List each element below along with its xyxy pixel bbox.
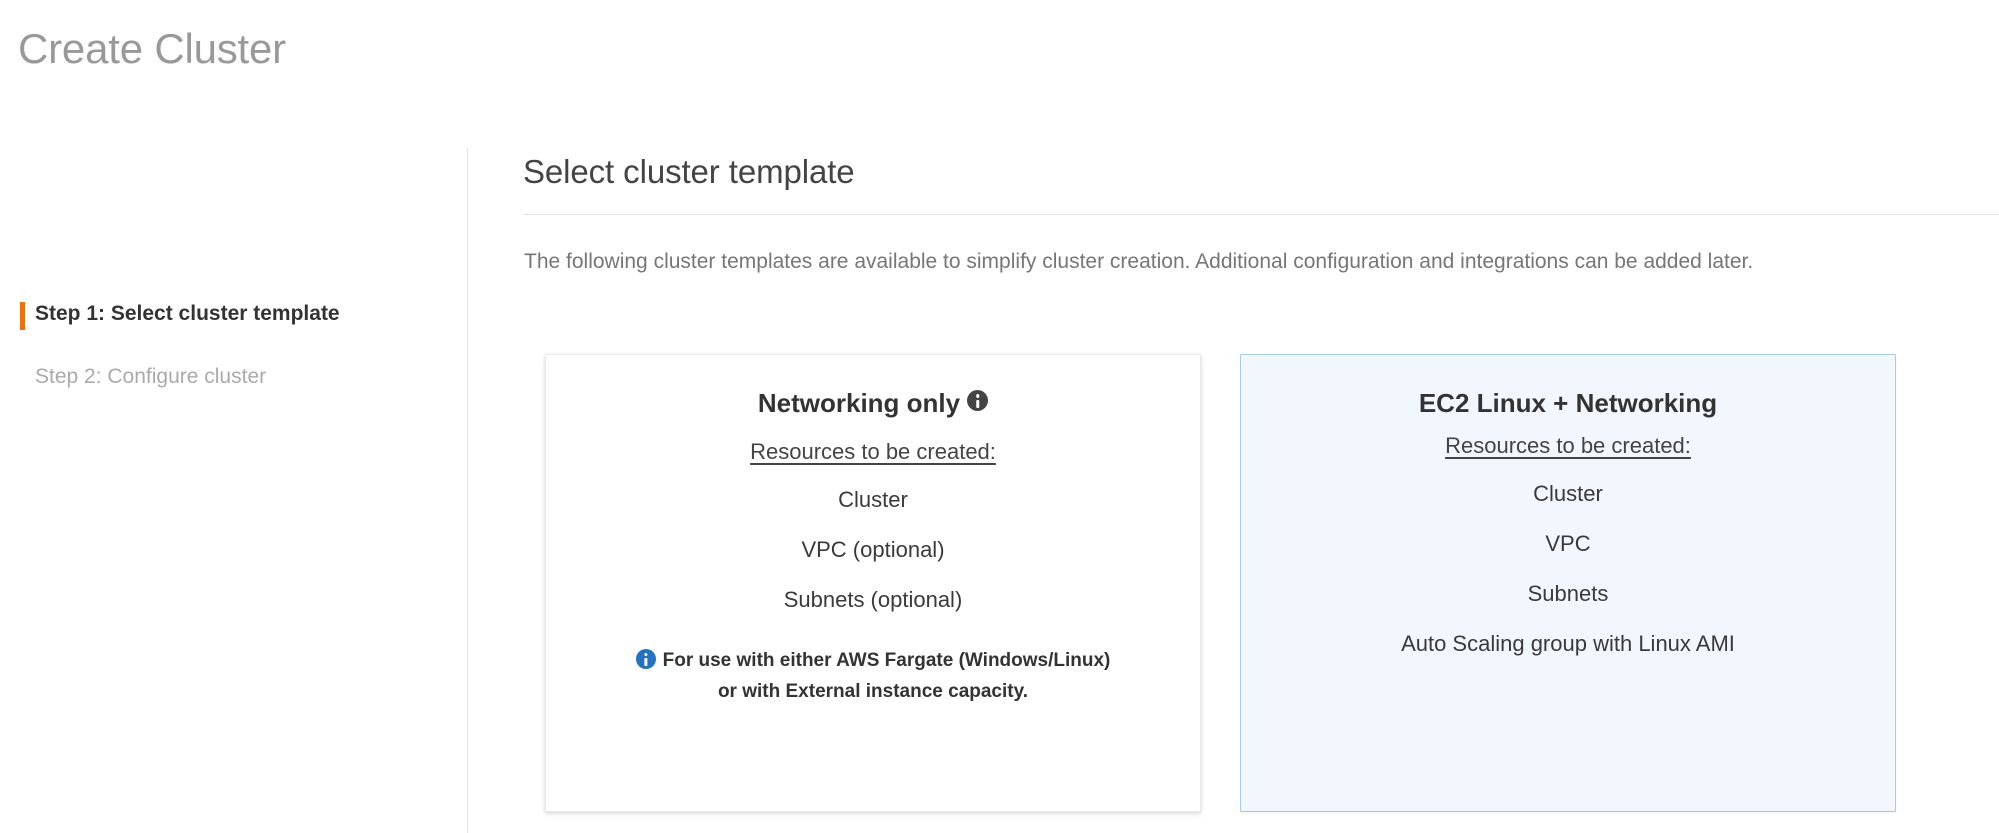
page-title: Create Cluster	[18, 25, 286, 72]
sidebar-step-1[interactable]: Step 1: Select cluster template	[20, 301, 340, 330]
section-description: The following cluster templates are avai…	[524, 250, 1754, 273]
card-title-ec2-linux-networking: EC2 Linux + Networking	[1418, 388, 1718, 418]
list-item: Cluster	[1533, 481, 1603, 507]
section-heading: Select cluster template	[523, 153, 855, 190]
template-card-networking-only[interactable]: Networking only Resources to be created:…	[545, 354, 1201, 812]
card-note-line-1: For use with either AWS Fargate (Windows…	[662, 650, 1111, 671]
card-title-text: Networking only	[757, 388, 961, 418]
card-title-networking-only: Networking only	[546, 355, 1200, 420]
resources-label: Resources to be created:	[1445, 433, 1691, 459]
card-note-networking-only: For use with either AWS Fargate (Windows…	[586, 645, 1160, 707]
list-item: Subnets (optional)	[783, 587, 963, 613]
template-card-ec2-linux-networking[interactable]: EC2 Linux + Networking Resources to be c…	[1240, 354, 1896, 812]
info-icon	[635, 649, 656, 669]
wizard-sidebar: Step 1: Select cluster template Step 2: …	[0, 148, 468, 833]
list-item: Cluster	[838, 487, 908, 513]
active-step-marker	[20, 302, 25, 330]
card-note-line-2: or with External instance capacity.	[717, 681, 1029, 702]
main-content: Select cluster template The following cl…	[523, 0, 1999, 833]
list-item: VPC (optional)	[801, 537, 945, 563]
sidebar-step-2-label: Step 2: Configure cluster	[35, 365, 267, 388]
list-item: Subnets	[1527, 581, 1609, 607]
list-item: VPC	[1545, 531, 1591, 557]
sidebar-step-2[interactable]: Step 2: Configure cluster	[20, 364, 266, 389]
resource-list: Cluster VPC Subnets Auto Scaling group w…	[1241, 459, 1895, 655]
info-icon[interactable]	[967, 390, 989, 411]
sidebar-divider	[467, 148, 468, 833]
resource-list: Cluster VPC (optional) Subnets (optional…	[546, 465, 1200, 611]
list-item: Auto Scaling group with Linux AMI	[1401, 631, 1735, 657]
resources-label: Resources to be created:	[750, 439, 996, 465]
section-divider	[523, 214, 1999, 215]
sidebar-step-1-label: Step 1: Select cluster template	[35, 302, 340, 325]
